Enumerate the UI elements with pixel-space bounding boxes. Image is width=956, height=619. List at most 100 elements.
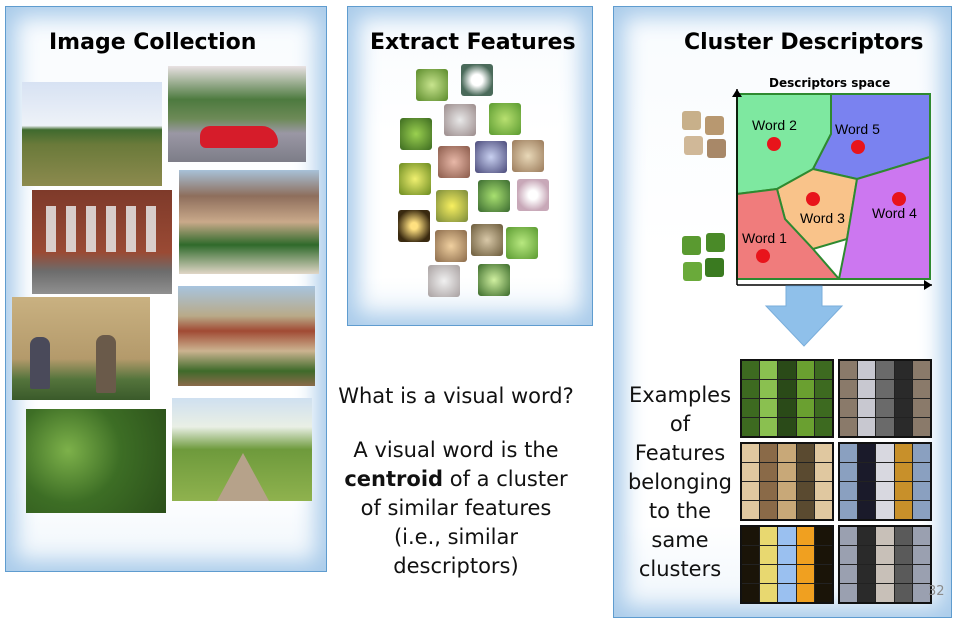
- example-feature-cell: [742, 444, 760, 462]
- example-feature-cell: [778, 584, 796, 602]
- example-feature-cell: [760, 546, 778, 564]
- example-feature-cell: [760, 399, 778, 417]
- example-feature-cell: [876, 546, 894, 564]
- example-feature-cell: [742, 501, 760, 519]
- examples-line: Features: [634, 441, 726, 465]
- example-feature-cell: [840, 361, 858, 379]
- x-axis-arrowhead: [924, 280, 932, 290]
- example-feature-cell: [778, 380, 796, 398]
- example-feature-cell: [912, 399, 930, 417]
- example-feature-cell: [814, 361, 832, 379]
- example-feature-cell: [894, 361, 912, 379]
- region-word-4: [837, 155, 931, 280]
- feature-patch: [400, 118, 432, 150]
- definition-line-1: A visual word is the: [353, 438, 559, 462]
- feature-patch: [471, 224, 503, 256]
- example-feature-cell: [760, 501, 778, 519]
- example-feature-cell: [858, 463, 876, 481]
- example-feature-cell: [796, 361, 814, 379]
- example-feature-cell: [894, 482, 912, 500]
- feature-patch: [435, 230, 467, 262]
- feature-patch: [707, 139, 726, 158]
- feature-patch: [706, 233, 725, 252]
- example-feature-cell: [742, 380, 760, 398]
- example-feature-cell: [742, 399, 760, 417]
- definition-line-4: (i.e., similar: [393, 525, 519, 549]
- feature-patch: [399, 163, 431, 195]
- example-feature-cell: [876, 565, 894, 583]
- label-word-3: Word 3: [800, 210, 845, 226]
- label-word-1: Word 1: [742, 230, 787, 246]
- example-cluster-grid: [838, 525, 932, 604]
- feature-patch: [489, 103, 521, 135]
- example-feature-cell: [876, 380, 894, 398]
- example-feature-cell: [876, 399, 894, 417]
- photo-people-wall: [12, 297, 150, 400]
- y-axis-arrowhead: [732, 89, 742, 97]
- example-feature-cell: [814, 380, 832, 398]
- example-feature-cell: [796, 501, 814, 519]
- example-feature-cell: [796, 463, 814, 481]
- example-feature-cell: [912, 444, 930, 462]
- feature-patch: [684, 136, 703, 155]
- examples-line: belonging: [627, 470, 733, 494]
- feature-patch: [478, 180, 510, 212]
- image-collection-title: Image Collection: [49, 30, 257, 55]
- example-feature-cell: [796, 584, 814, 602]
- centroid-word-3: [806, 192, 820, 206]
- examples-line: of: [669, 412, 691, 436]
- person-shape: [96, 335, 116, 393]
- example-feature-cell: [876, 444, 894, 462]
- descriptor-space-diagram: Word 2 Word 5 Word 3 Word 4 Word 1: [732, 89, 932, 290]
- example-feature-cell: [876, 361, 894, 379]
- photo-park-path: [172, 398, 312, 501]
- definition-line-3: of similar features: [360, 496, 552, 520]
- definition-line-2-rest: of a cluster: [443, 467, 568, 491]
- example-feature-cell: [796, 546, 814, 564]
- example-feature-cell: [894, 380, 912, 398]
- feature-patch: [461, 64, 493, 96]
- example-feature-cell: [894, 546, 912, 564]
- example-feature-cell: [912, 584, 930, 602]
- example-feature-cell: [858, 584, 876, 602]
- example-feature-cell: [742, 527, 760, 545]
- example-feature-cell: [840, 546, 858, 564]
- example-feature-cell: [840, 399, 858, 417]
- example-feature-cell: [912, 361, 930, 379]
- example-feature-cell: [778, 399, 796, 417]
- example-feature-cell: [912, 565, 930, 583]
- example-feature-cell: [778, 482, 796, 500]
- example-feature-cell: [894, 565, 912, 583]
- example-feature-cell: [876, 584, 894, 602]
- feature-patch: [438, 146, 470, 178]
- example-feature-cell: [778, 546, 796, 564]
- down-arrow-shape: [764, 285, 844, 347]
- feature-patch: [682, 236, 701, 255]
- slide-number: 32: [928, 584, 945, 599]
- cluster-descriptors-title: Cluster Descriptors: [684, 30, 924, 55]
- examples-caption: Examples of Features belonging to the sa…: [618, 381, 742, 584]
- example-feature-cell: [858, 361, 876, 379]
- example-feature-cell: [742, 546, 760, 564]
- definition-line-2: centroid of a cluster: [325, 465, 587, 494]
- extract-features-title: Extract Features: [370, 30, 576, 55]
- centroid-term: centroid: [344, 467, 444, 491]
- definition-line-5: descriptors): [393, 554, 519, 578]
- example-feature-cell: [894, 444, 912, 462]
- windows-row: [46, 206, 158, 252]
- example-feature-cell: [858, 444, 876, 462]
- example-feature-cell: [912, 482, 930, 500]
- example-feature-cell: [840, 584, 858, 602]
- example-feature-cell: [742, 463, 760, 481]
- descriptors-space-label: Descriptors space: [769, 76, 891, 90]
- examples-line: Examples: [628, 383, 732, 407]
- feature-patch: [517, 179, 549, 211]
- feature-patch: [705, 258, 724, 277]
- example-feature-cell: [814, 584, 832, 602]
- feature-patch: [512, 140, 544, 172]
- photo-wheat-field: [22, 82, 162, 186]
- extract-features-panel: [347, 6, 593, 326]
- example-feature-cell: [840, 380, 858, 398]
- example-feature-cell: [814, 482, 832, 500]
- example-feature-cell: [912, 501, 930, 519]
